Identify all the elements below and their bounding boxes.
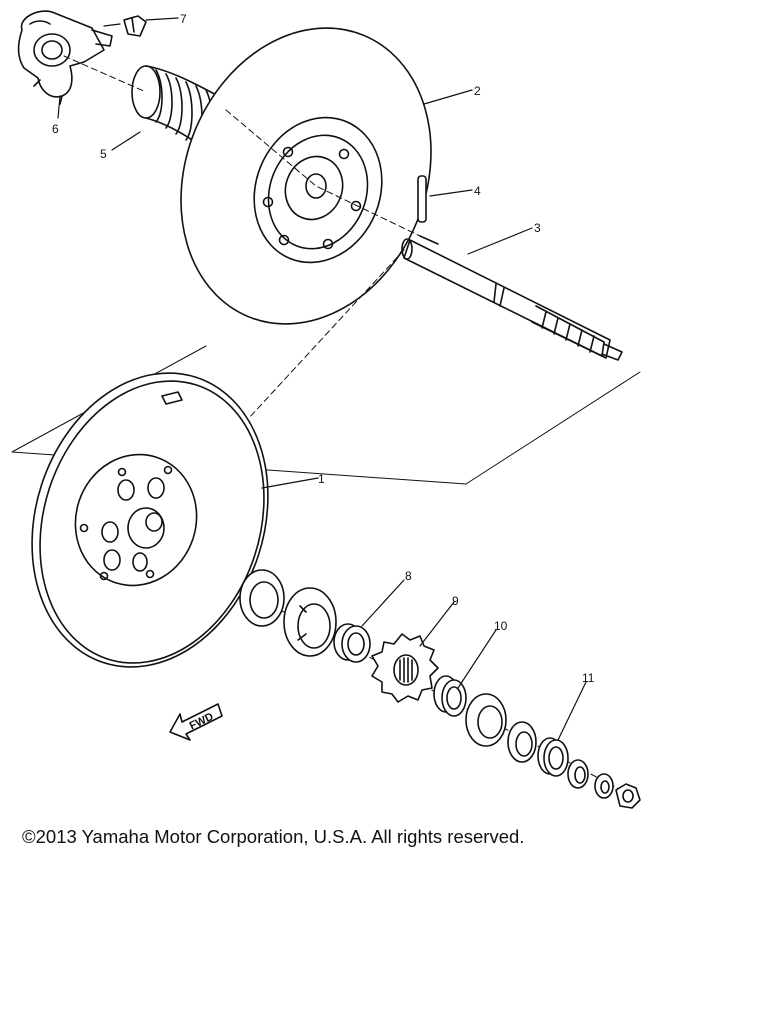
washer-rear bbox=[507, 721, 537, 763]
bearing-front bbox=[239, 569, 285, 627]
part-6-bracket bbox=[17, 10, 113, 105]
part-10-spacer bbox=[433, 675, 467, 717]
callout-7: 7 bbox=[180, 12, 187, 26]
part-7-fastener bbox=[123, 15, 147, 37]
part-3-shaft bbox=[401, 235, 623, 361]
callout-5: 5 bbox=[100, 147, 107, 161]
part-2-sheave-disc bbox=[180, 27, 432, 325]
callout-2: 2 bbox=[474, 84, 481, 98]
fwd-label: FWD bbox=[188, 711, 216, 733]
part-1-primary-sheave bbox=[31, 372, 269, 668]
part-8-collar bbox=[333, 623, 371, 663]
callout-8: 8 bbox=[405, 569, 412, 583]
callout-11: 11 bbox=[582, 671, 595, 685]
callout-9: 9 bbox=[452, 594, 459, 608]
part-4-key bbox=[417, 175, 427, 223]
seal-front bbox=[283, 587, 337, 657]
callout-6: 6 bbox=[52, 122, 59, 136]
leader-lines bbox=[57, 17, 587, 741]
copyright-notice: ©2013 Yamaha Motor Corporation, U.S.A. A… bbox=[22, 826, 525, 847]
part-9-sprocket bbox=[371, 633, 439, 703]
spring-washer bbox=[594, 773, 614, 799]
callout-labels: 1 2 3 4 5 6 7 8 9 10 11 bbox=[52, 12, 595, 685]
callout-3: 3 bbox=[534, 221, 541, 235]
lock-washer bbox=[567, 759, 589, 789]
part-11-ring bbox=[537, 737, 569, 777]
exploded-parts-diagram: FWD 1 2 3 4 5 6 7 8 9 10 11 bbox=[11, 10, 641, 809]
nut bbox=[615, 783, 641, 809]
callout-1: 1 bbox=[318, 472, 325, 486]
callout-10: 10 bbox=[494, 619, 508, 633]
fwd-arrow-icon bbox=[169, 703, 223, 741]
callout-4: 4 bbox=[474, 184, 481, 198]
bearing-rear bbox=[465, 693, 507, 747]
